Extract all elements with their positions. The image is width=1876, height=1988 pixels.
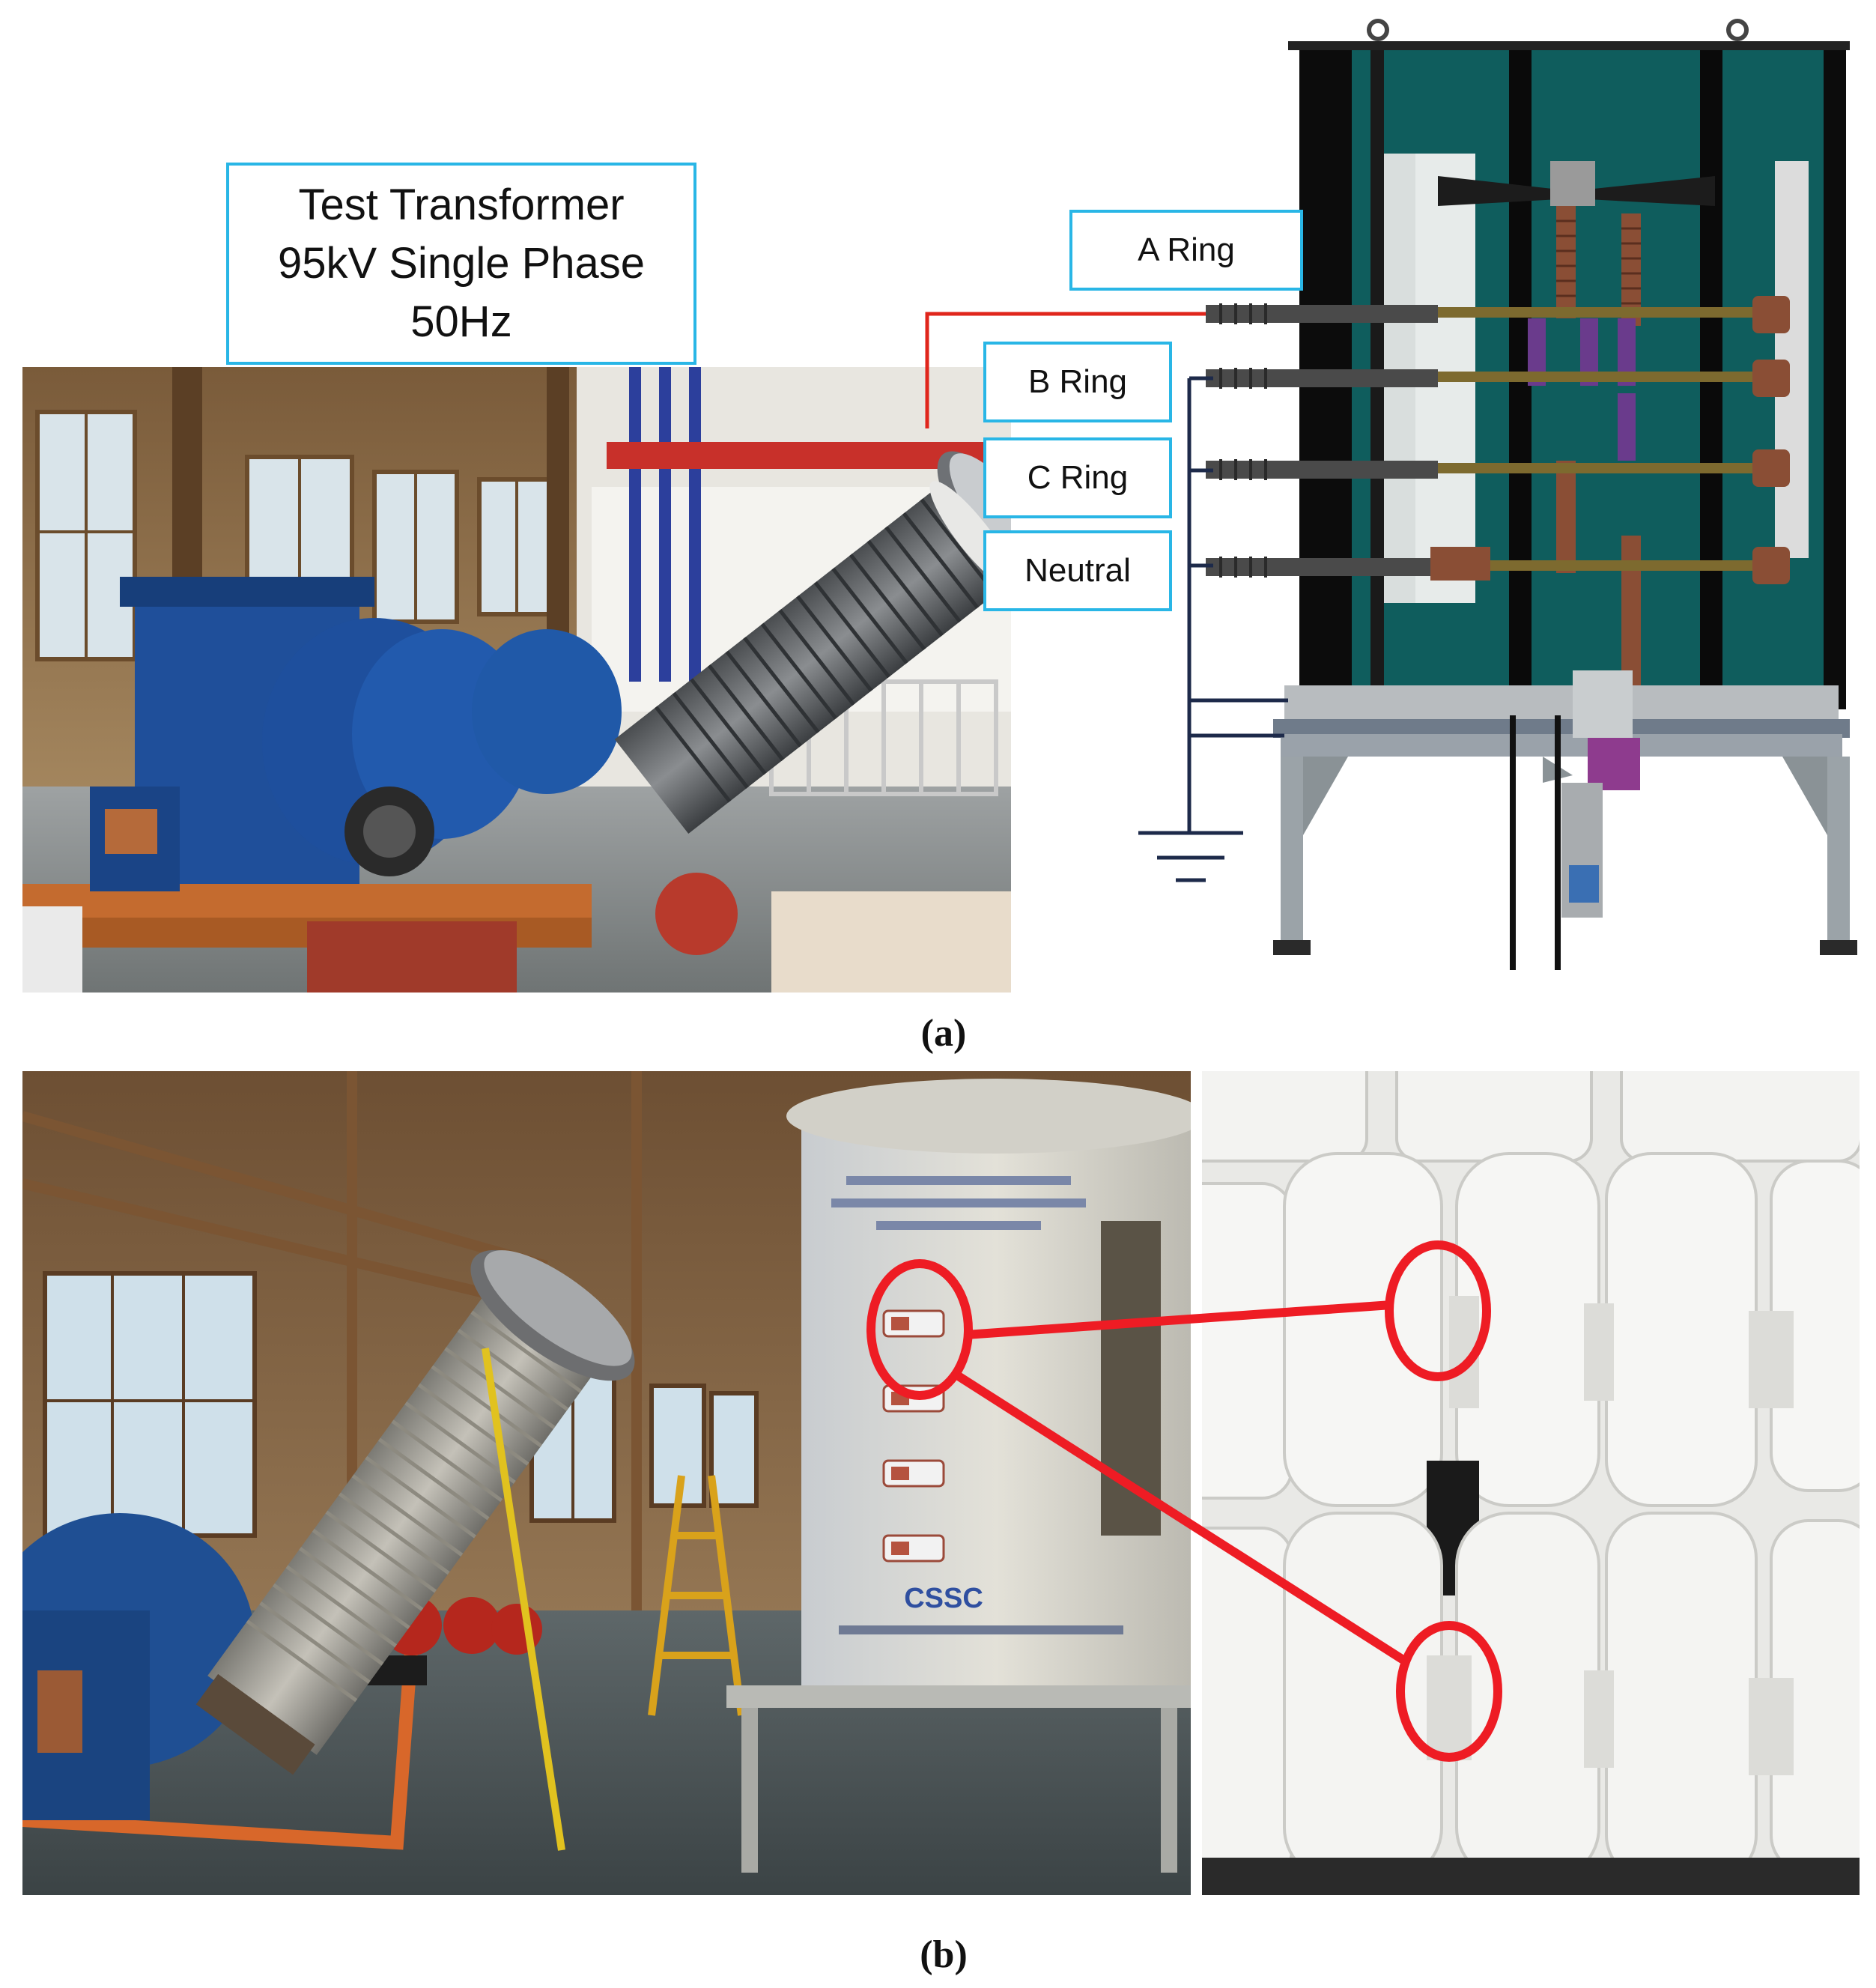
highlight-overlay [866, 1240, 1502, 1762]
neutral-label: Neutral [983, 530, 1172, 611]
transformer-label-line-3: 50Hz [410, 297, 512, 346]
connector-line-lower [954, 1371, 1411, 1667]
neutral-label-text: Neutral [1024, 552, 1131, 589]
panel-b: CSSC [0, 1064, 1876, 1988]
c-ring-label-text: C Ring [1027, 459, 1129, 496]
b-ring-label-text: B Ring [1027, 363, 1128, 400]
c-ring-label: C Ring [983, 437, 1172, 518]
test-setup-photo: CSSC [22, 1071, 1191, 1895]
panel-a: Test Transformer 95kV Single Phase 50Hz [22, 19, 1865, 1055]
panel-a-caption: (a) [920, 1012, 967, 1055]
b-ring-label: B Ring [983, 342, 1172, 422]
test-transformer-label: Test Transformer 95kV Single Phase 50Hz [226, 163, 696, 365]
panel-b-caption: (b) [920, 1933, 968, 1976]
a-ring-label: A Ring [1069, 210, 1303, 291]
cssc-logo: CSSC [904, 1583, 983, 1614]
high-voltage-lead [925, 312, 1206, 428]
a-ring-label-text: A Ring [1138, 231, 1235, 268]
ground-icon [1138, 831, 1243, 882]
apparatus-cross-section [1123, 19, 1865, 993]
ground-leads [1187, 376, 1288, 833]
electrode-highlight-lower [1396, 1621, 1502, 1762]
connector-line-upper [965, 1300, 1392, 1339]
port-highlight-ring [866, 1259, 973, 1400]
transformer-label-line-1: Test Transformer [298, 181, 625, 229]
electrode-closeup-photo [1202, 1071, 1860, 1895]
test-transformer-photo [22, 367, 1011, 993]
transformer-label-line-2: 95kV Single Phase [277, 239, 646, 288]
electrode-highlight-upper [1385, 1240, 1491, 1381]
wiring-diagram [925, 312, 1288, 882]
